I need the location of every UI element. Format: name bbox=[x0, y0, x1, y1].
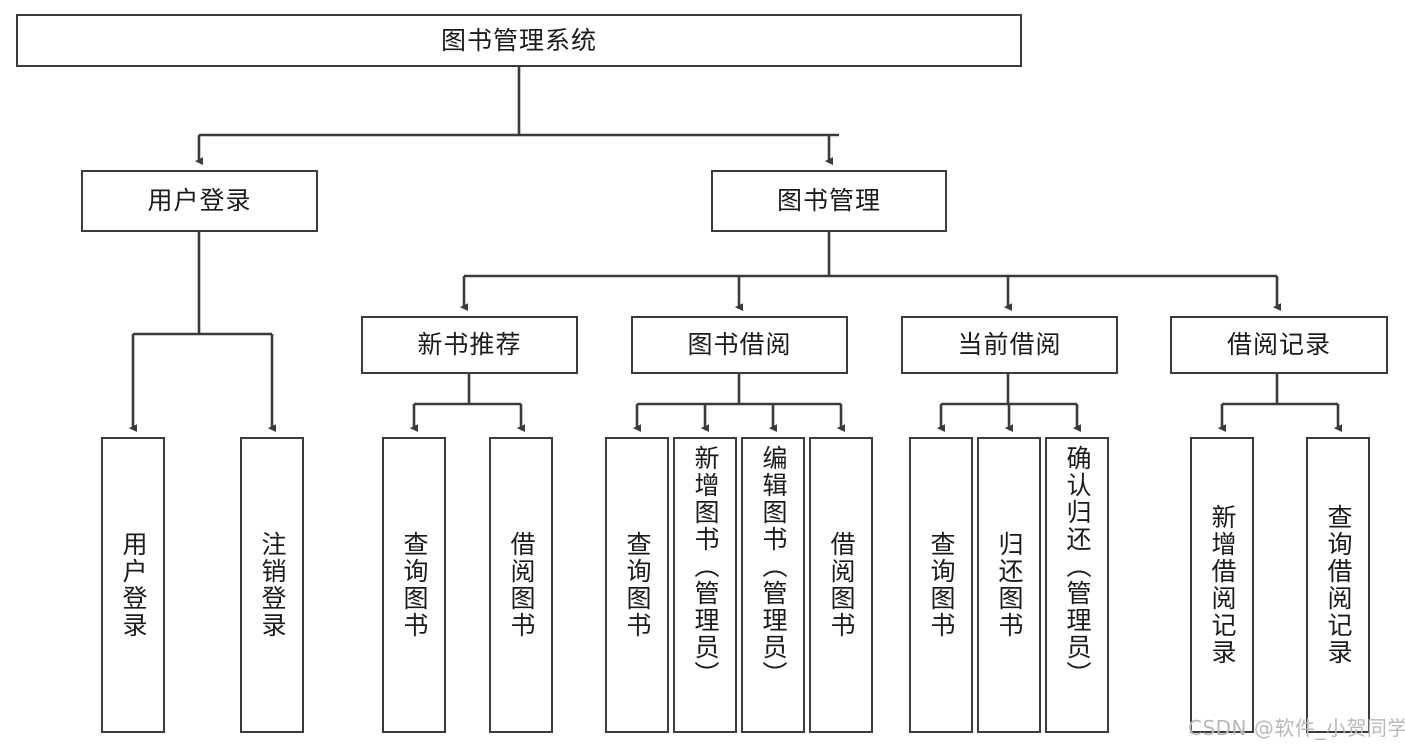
leaf-query-book-borrow[interactable]: 查询图书 bbox=[605, 437, 669, 733]
leaf-add-borrow-record-label: 新增借阅记录 bbox=[1208, 504, 1237, 666]
node-borrow-record-label: 借阅记录 bbox=[1226, 330, 1331, 360]
leaf-borrow-book-borrow-label: 借阅图书 bbox=[827, 531, 856, 639]
leaf-return-book-label: 归还图书 bbox=[995, 531, 1024, 639]
leaf-query-book-recommend-label: 查询图书 bbox=[400, 531, 429, 639]
node-new-book-recommend[interactable]: 新书推荐 bbox=[361, 316, 578, 374]
leaf-add-borrow-record[interactable]: 新增借阅记录 bbox=[1190, 437, 1254, 733]
node-book-borrow[interactable]: 图书借阅 bbox=[631, 316, 848, 374]
node-user-login-label: 用户登录 bbox=[147, 186, 252, 216]
leaf-borrow-book-recommend-label: 借阅图书 bbox=[507, 531, 536, 639]
leaf-confirm-return-admin[interactable]: 确认归还（管理员） bbox=[1045, 437, 1109, 733]
node-book-management-label: 图书管理 bbox=[776, 186, 881, 216]
node-borrow-record[interactable]: 借阅记录 bbox=[1170, 316, 1388, 374]
leaf-confirm-return-admin-label: 确认归还（管理员） bbox=[1063, 445, 1092, 688]
leaf-query-book-current[interactable]: 查询图书 bbox=[909, 437, 973, 733]
leaf-logout[interactable]: 注销登录 bbox=[240, 437, 304, 733]
node-root[interactable]: 图书管理系统 bbox=[16, 14, 1022, 67]
node-user-login[interactable]: 用户登录 bbox=[81, 170, 318, 232]
leaf-add-book-admin-label: 新增图书（管理员） bbox=[691, 445, 720, 688]
leaf-user-login[interactable]: 用户登录 bbox=[101, 437, 165, 733]
node-root-label: 图书管理系统 bbox=[440, 25, 597, 55]
leaf-return-book[interactable]: 归还图书 bbox=[977, 437, 1041, 733]
node-current-borrow[interactable]: 当前借阅 bbox=[901, 316, 1118, 374]
leaf-user-login-label: 用户登录 bbox=[119, 531, 148, 639]
node-current-borrow-label: 当前借阅 bbox=[957, 330, 1062, 360]
leaf-query-book-borrow-label: 查询图书 bbox=[623, 531, 652, 639]
node-new-book-recommend-label: 新书推荐 bbox=[417, 330, 522, 360]
leaf-logout-label: 注销登录 bbox=[258, 531, 287, 639]
leaf-edit-book-admin-label: 编辑图书（管理员） bbox=[759, 445, 788, 688]
node-book-borrow-label: 图书借阅 bbox=[687, 330, 792, 360]
leaf-borrow-book-recommend[interactable]: 借阅图书 bbox=[489, 437, 553, 733]
leaf-query-book-recommend[interactable]: 查询图书 bbox=[382, 437, 446, 733]
node-book-management[interactable]: 图书管理 bbox=[711, 170, 947, 232]
leaf-borrow-book-borrow[interactable]: 借阅图书 bbox=[809, 437, 873, 733]
watermark: CSDN @软件_小贺同学 bbox=[1188, 716, 1405, 740]
leaf-add-book-admin[interactable]: 新增图书（管理员） bbox=[673, 437, 737, 733]
leaf-query-borrow-record[interactable]: 查询借阅记录 bbox=[1306, 437, 1370, 733]
leaf-query-borrow-record-label: 查询借阅记录 bbox=[1324, 504, 1353, 666]
leaf-edit-book-admin[interactable]: 编辑图书（管理员） bbox=[741, 437, 805, 733]
leaf-query-book-current-label: 查询图书 bbox=[927, 531, 956, 639]
